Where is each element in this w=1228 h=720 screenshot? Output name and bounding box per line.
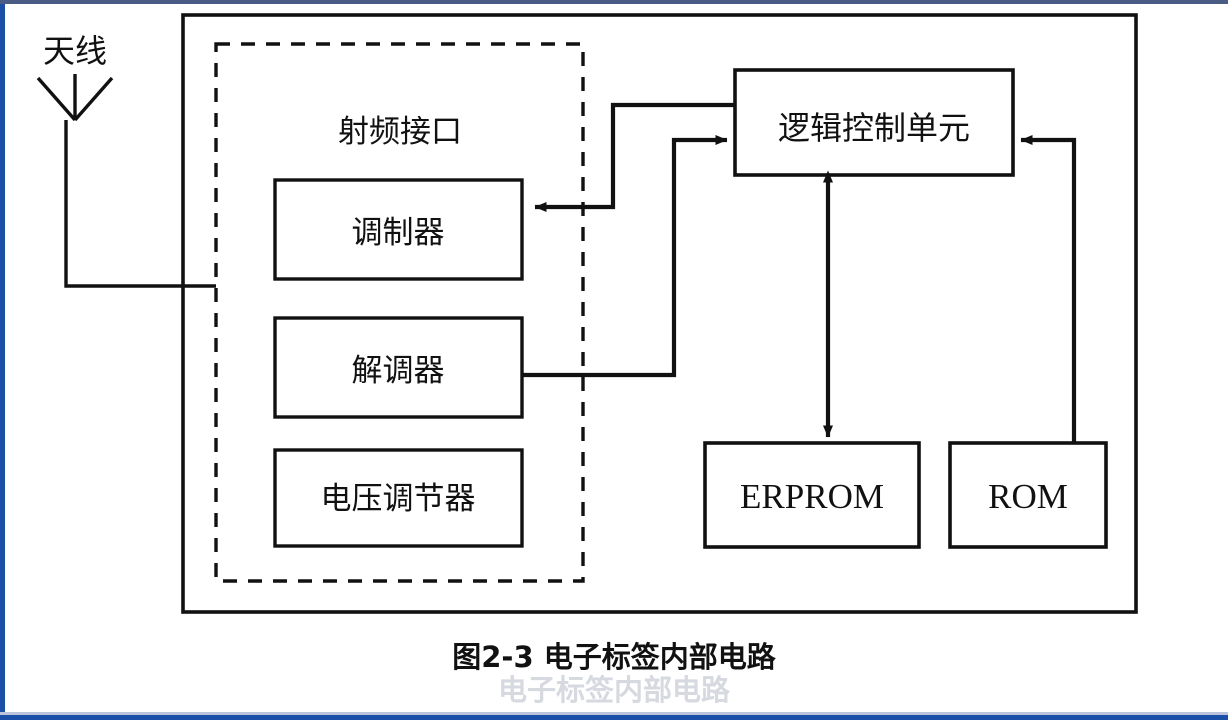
- viewer-bottom-rule-soft: [0, 712, 1228, 715]
- demodulator-block[interactable]: 解调器: [273, 316, 524, 419]
- antenna-symbol: [36, 74, 114, 122]
- logic-control-unit-block[interactable]: 逻辑控制单元: [733, 68, 1015, 177]
- connector-rom-to-logic: [1020, 135, 1077, 443]
- modulator-block[interactable]: 调制器: [273, 178, 524, 281]
- erprom-box: [703, 441, 921, 549]
- antenna-label: 天线: [43, 32, 107, 70]
- viewer-top-rule: [0, 0, 1228, 4]
- logic-control-unit-label: 逻辑控制单元: [778, 109, 970, 147]
- logic-control-unit-box: [733, 68, 1015, 177]
- connector-demodulator-to-logic: [522, 135, 728, 378]
- chip-outer-boundary: [181, 13, 1138, 614]
- rf-interface-label: 射频接口: [338, 114, 462, 150]
- rom-block[interactable]: ROM: [948, 441, 1108, 549]
- voltage-regulator-label: 电压调节器: [321, 481, 476, 517]
- viewer-bottom-rule: [0, 715, 1228, 720]
- connector-logic-to-modulator: [534, 102, 735, 212]
- erprom-label: ERPROM: [740, 477, 884, 516]
- figure-caption-ghost: 电子标签内部电路: [498, 673, 731, 707]
- voltage-regulator-block[interactable]: 电压调节器: [273, 448, 524, 548]
- antenna-feed-wire: [64, 120, 216, 288]
- rf-interface-boundary: [214, 42, 585, 583]
- erprom-block[interactable]: ERPROM: [703, 441, 921, 549]
- modulator-label: 调制器: [352, 215, 445, 251]
- figure-caption: 图2-3 电子标签内部电路: [452, 640, 776, 674]
- viewer-left-rule: [0, 4, 5, 716]
- voltage-regulator-box: [273, 448, 524, 548]
- demodulator-box: [273, 316, 524, 419]
- rom-label: ROM: [988, 477, 1068, 516]
- rom-box: [948, 441, 1108, 549]
- modulator-box: [273, 178, 524, 281]
- demodulator-label: 解调器: [352, 353, 445, 389]
